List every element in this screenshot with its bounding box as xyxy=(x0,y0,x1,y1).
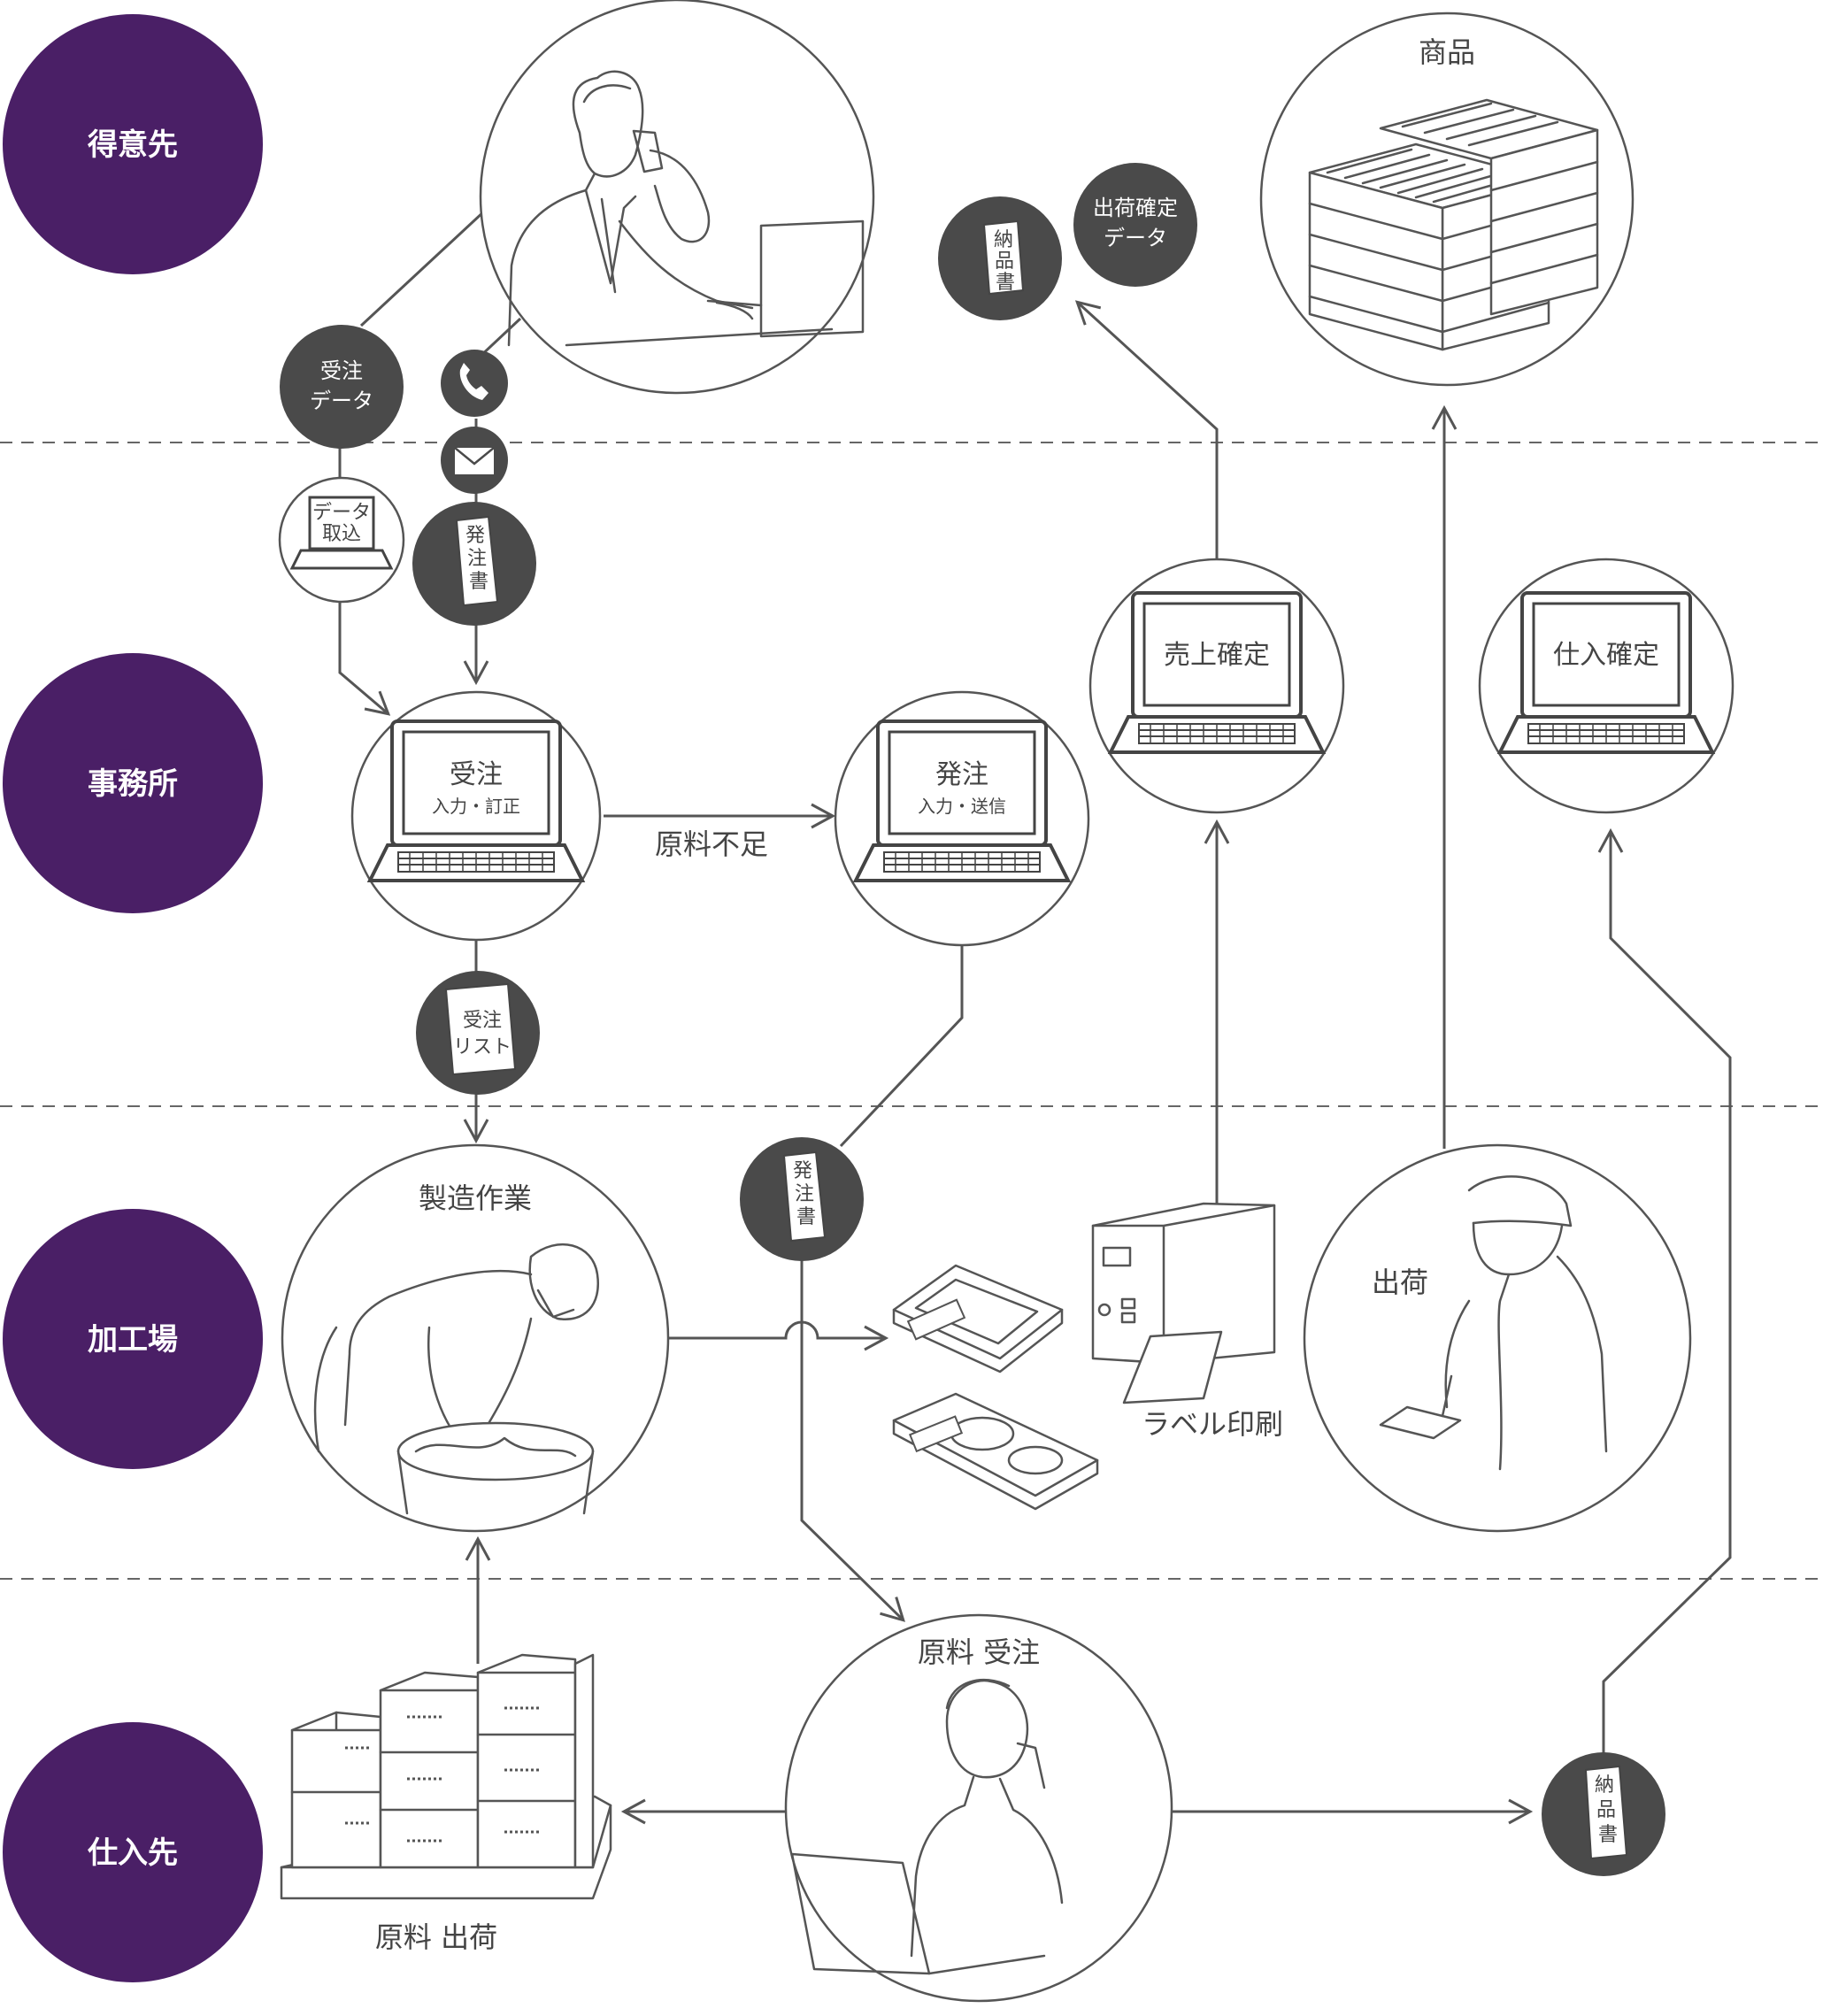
purchase-confirm-title: 仕入確定 xyxy=(1553,640,1659,671)
po-mid-c1: 発 xyxy=(793,1160,812,1182)
delivery-bottom-c1: 納 xyxy=(1595,1774,1614,1797)
ship-data-line2: データ xyxy=(1104,226,1167,250)
po-top-c3: 書 xyxy=(469,571,488,593)
lane-dividers xyxy=(0,442,1823,1580)
manufacturing-label: 製造作業 xyxy=(419,1181,532,1215)
products-illustration: 商品 xyxy=(1259,12,1635,387)
label-print-label: ラベル印刷 xyxy=(1142,1407,1283,1441)
label-printer-illustration: ラベル印刷 xyxy=(1091,1202,1283,1441)
lane-factory-label: 加工場 xyxy=(88,1322,178,1358)
mail-icon xyxy=(454,447,495,474)
phone-icon xyxy=(459,363,488,400)
shipping-label: 出荷 xyxy=(1372,1266,1428,1299)
delivery-top-c3: 書 xyxy=(996,272,1015,294)
order-data-line2: データ xyxy=(310,389,373,413)
data-import-line1: データ xyxy=(312,502,371,524)
ship-data-line1: 出荷確定 xyxy=(1093,196,1178,220)
mail-chip xyxy=(441,427,508,494)
phone-chip xyxy=(441,350,508,417)
po-top-c2: 注 xyxy=(467,548,487,570)
sales-confirm-title: 売上確定 xyxy=(1164,640,1270,671)
po-mid-c3: 書 xyxy=(796,1206,816,1228)
purchase-confirm-node: 仕入確定 xyxy=(1478,558,1735,814)
customer-businessman-illustration xyxy=(479,0,875,395)
data-import-node: データ 取込 xyxy=(278,476,405,604)
material-ship-label: 原料 出荷 xyxy=(375,1920,497,1954)
ship-confirm-data-chip: 出荷確定 データ xyxy=(1073,163,1197,287)
order-list-line1: 受注 xyxy=(463,1010,502,1032)
products-label: 商品 xyxy=(1419,35,1475,69)
connectors xyxy=(338,209,1732,1825)
lane-customer-label: 得意先 xyxy=(87,127,178,163)
lane-customer: 得意先 xyxy=(3,14,263,274)
order-list-chip: 受注 リスト xyxy=(416,971,540,1095)
lane-office-label: 事務所 xyxy=(88,766,178,802)
delivery-bottom-c3: 書 xyxy=(1598,1824,1618,1846)
delivery-top-c1: 納 xyxy=(994,229,1013,251)
order-list-line2: リスト xyxy=(453,1036,512,1058)
purchase-order-mid-chip: 発 注 書 xyxy=(740,1137,864,1261)
po-entry-title: 発注 xyxy=(935,759,988,790)
delivery-top-c2: 品 xyxy=(995,250,1014,273)
lane-factory: 加工場 xyxy=(3,1209,263,1469)
material-order-label: 原料 受注 xyxy=(918,1635,1040,1669)
lane-office: 事務所 xyxy=(3,653,263,913)
po-mid-c2: 注 xyxy=(795,1183,814,1205)
purchase-order-top-chip: 発 注 書 xyxy=(412,502,536,626)
delivery-slip-top-chip: 納 品 書 xyxy=(938,196,1062,320)
packaged-meat-illustration xyxy=(892,1264,1099,1511)
po-entry-node: 発注 入力・送信 xyxy=(834,690,1090,947)
po-top-c1: 発 xyxy=(465,525,485,547)
material-boxes-illustration: 原料 出荷 xyxy=(280,1653,612,1954)
data-import-line2: 取込 xyxy=(322,523,361,545)
delivery-bottom-c2: 品 xyxy=(1596,1799,1616,1821)
order-data-chip: 受注 データ xyxy=(280,325,404,449)
shortage-label: 原料不足 xyxy=(655,827,768,861)
lane-supplier-label: 仕入先 xyxy=(88,1835,178,1871)
delivery-slip-bottom-chip: 納 品 書 xyxy=(1542,1752,1665,1876)
po-entry-sub: 入力・送信 xyxy=(918,796,1006,817)
order-data-line1: 受注 xyxy=(320,358,363,383)
manufacturing-node: 製造作業 xyxy=(281,1143,670,1533)
sales-confirm-node: 売上確定 xyxy=(1088,558,1345,814)
material-order-node: 原料 受注 xyxy=(784,1613,1173,2003)
order-entry-sub: 入力・訂正 xyxy=(432,796,520,817)
lane-supplier: 仕入先 xyxy=(3,1722,263,1982)
shipping-node: 出荷 xyxy=(1303,1143,1692,1533)
order-entry-title: 受注 xyxy=(450,759,503,790)
order-entry-node: 受注 入力・訂正 xyxy=(350,690,602,942)
